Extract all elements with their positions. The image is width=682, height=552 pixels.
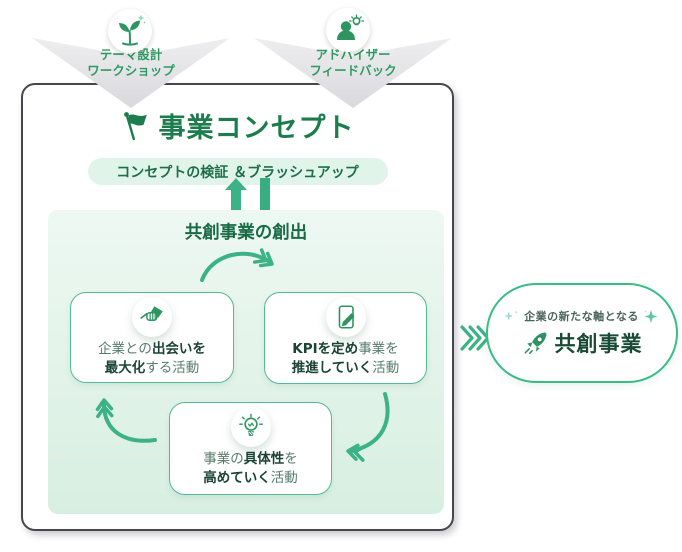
card-text-segment: 具体性 bbox=[243, 451, 285, 467]
card-text-segment: 推進していく bbox=[291, 359, 373, 376]
card-text-segment: する活動 bbox=[145, 359, 200, 376]
card-text-segment: KPIを定め bbox=[292, 341, 359, 357]
outcome-title-row: 共創事業 bbox=[522, 328, 643, 358]
concept-title-row: 事業コンセプト bbox=[23, 106, 452, 145]
workshop-banner-label: テーマ設計 ワークショップ bbox=[32, 47, 230, 79]
card-icon-circle bbox=[132, 297, 172, 337]
doc-pencil-icon bbox=[338, 305, 355, 329]
card-line: 最大化する活動 bbox=[98, 359, 206, 378]
page-title: 事業コンセプト bbox=[158, 113, 355, 144]
advisor-icon bbox=[337, 14, 365, 40]
card-text: KPIを定め事業を 推進していく活動 bbox=[292, 340, 400, 377]
banner-line: テーマ設計 bbox=[99, 47, 163, 62]
cycle-title: 共創事業の創出 bbox=[184, 223, 308, 243]
handshake-icon bbox=[140, 306, 163, 322]
card-icon-circle bbox=[325, 297, 366, 337]
card-line: KPIを定め事業を bbox=[292, 340, 400, 359]
card-text: 事業の具体性を 高めていく活動 bbox=[203, 450, 298, 487]
card-text-segment: 事業を bbox=[358, 341, 399, 357]
card-increase-concreteness: 事業の具体性を 高めていく活動 bbox=[169, 402, 332, 495]
card-text: 企業との出会いを 最大化する活動 bbox=[98, 340, 206, 377]
concept-box: 事業コンセプト コンセプトの検証 ＆ブラッシュアップ 共創事業の創出 bbox=[21, 83, 454, 531]
concept-validation-pill: コンセプトの検証 ＆ブラッシュアップ bbox=[87, 158, 388, 185]
outcome-tagline-row: 企業の新たな軸となる bbox=[505, 308, 659, 324]
card-text-segment: 高めていく bbox=[203, 469, 271, 486]
outcome-capsule: 企業の新たな軸となる 共創事業 bbox=[486, 283, 678, 383]
card-line: 事業の具体性を bbox=[203, 450, 298, 469]
co-creation-panel: 共創事業の創出 bbox=[48, 210, 444, 514]
sprout-icon bbox=[119, 15, 146, 46]
card-kpi-promotion: KPIを定め事業を 推進していく活動 bbox=[264, 292, 427, 384]
outcome-title: 共創事業 bbox=[554, 332, 643, 356]
card-text-segment: 活動 bbox=[372, 359, 400, 376]
card-line: 高めていく活動 bbox=[203, 469, 298, 488]
outcome-tagline: 企業の新たな軸となる bbox=[524, 310, 639, 323]
advisor-banner-label: アドバイザー フィードバック bbox=[254, 47, 452, 79]
banner-line: ワークショップ bbox=[87, 63, 175, 78]
card-line: 企業との出会いを bbox=[98, 340, 206, 359]
rocket-icon bbox=[524, 331, 547, 354]
banner-line: アドバイザー bbox=[315, 47, 391, 62]
card-text-segment: 活動 bbox=[270, 469, 298, 486]
sparkle-right-icon bbox=[644, 309, 658, 323]
bulb-icon bbox=[238, 413, 263, 436]
workshop-icon-circle bbox=[108, 9, 152, 53]
card-maximize-encounters: 企業との出会いを 最大化する活動 bbox=[70, 292, 234, 383]
card-line: 推進していく活動 bbox=[292, 359, 400, 378]
card-text-segment: 最大化 bbox=[104, 359, 146, 376]
advisor-icon-circle bbox=[326, 8, 370, 52]
sparkle-left-icon bbox=[505, 311, 518, 320]
card-text-segment: 事業の bbox=[203, 451, 244, 467]
card-text-segment: 企業との bbox=[98, 341, 152, 357]
banner-line: フィードバック bbox=[309, 63, 397, 78]
card-icon-circle bbox=[230, 407, 271, 447]
card-text-segment: 出会いを bbox=[151, 341, 206, 357]
flag-icon bbox=[123, 111, 147, 140]
cycle-arrows bbox=[95, 248, 390, 462]
card-text-segment: を bbox=[284, 451, 298, 467]
